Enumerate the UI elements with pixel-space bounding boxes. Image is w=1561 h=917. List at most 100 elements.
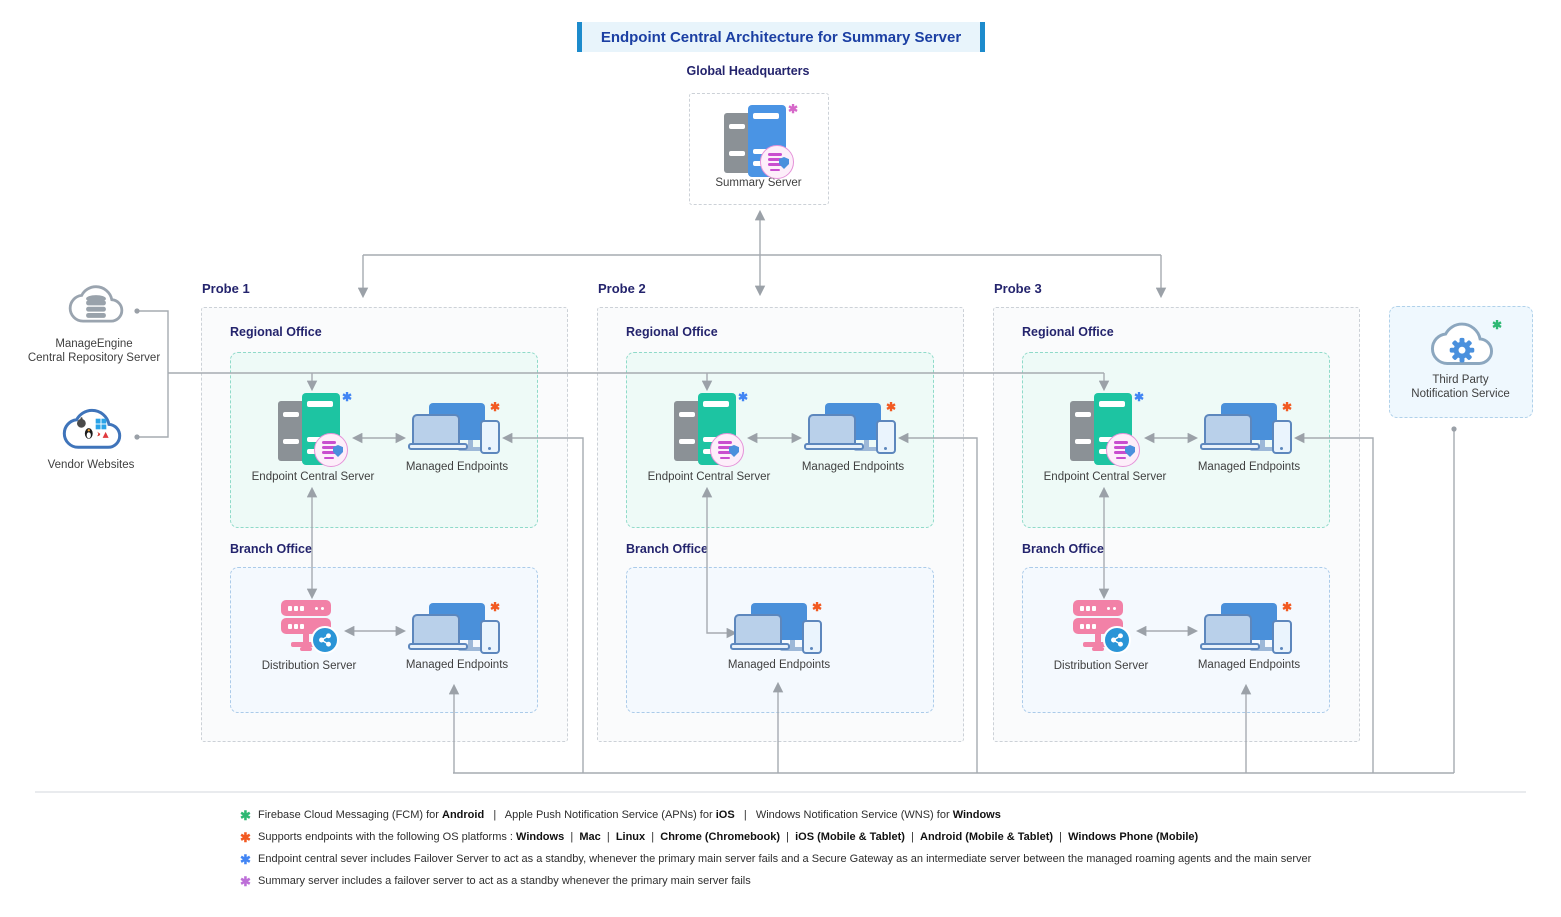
endpoint-central-server-icon: ✱ bbox=[674, 391, 748, 469]
gear-icon bbox=[1449, 337, 1475, 363]
laptop-icon bbox=[734, 614, 782, 645]
footnote-text: Endpoint central sever includes Failover… bbox=[258, 853, 1312, 865]
title-left-bar-icon bbox=[577, 22, 582, 52]
phone-icon bbox=[480, 420, 500, 454]
notification-cloud-icon bbox=[1430, 322, 1494, 365]
summary-server-box: ✱ Summary Server bbox=[689, 93, 829, 205]
probe-3-branch-office-label: Branch Office bbox=[1022, 542, 1104, 556]
probe-1-regional-office-label: Regional Office bbox=[230, 325, 322, 339]
managed-endpoints-icon: ✱ bbox=[1200, 400, 1294, 461]
probe-3-label: Probe 3 bbox=[994, 281, 1042, 296]
asterisk-icon: ✱ bbox=[886, 400, 897, 414]
footnote-row: ✱ Firebase Cloud Messaging (FCM) for Andr… bbox=[240, 808, 1540, 823]
laptop-icon bbox=[412, 414, 460, 445]
managed-endpoints-icon: ✱ bbox=[730, 600, 824, 661]
phone-icon bbox=[1272, 620, 1292, 654]
repository-cloud-icon bbox=[68, 285, 124, 323]
share-icon bbox=[311, 626, 339, 654]
managed-endpoints-label: Managed Endpoints bbox=[1197, 461, 1301, 473]
share-icon bbox=[1103, 626, 1131, 654]
asterisk-icon: ✱ bbox=[788, 102, 799, 116]
footnote-text: Summary server includes a failover serve… bbox=[258, 875, 751, 887]
shield-icon bbox=[1125, 445, 1135, 457]
os-logos-icon bbox=[77, 417, 109, 439]
asterisk-icon: ✱ bbox=[490, 400, 501, 414]
managed-endpoints-label: Managed Endpoints bbox=[405, 461, 509, 473]
probe-2-regional-office-label: Regional Office bbox=[626, 325, 718, 339]
third-party-notification-box: ✱ Third Party Notification Service bbox=[1389, 306, 1533, 418]
phone-icon bbox=[802, 620, 822, 654]
managed-endpoints-icon: ✱ bbox=[408, 400, 502, 461]
managed-endpoints-label: Managed Endpoints bbox=[1197, 659, 1301, 671]
third-party-label-line1: Third Party bbox=[1432, 374, 1489, 386]
footnote-text: Firebase Cloud Messaging (FCM) for Andro… bbox=[258, 809, 1001, 821]
endpoint-central-server-label: Endpoint Central Server bbox=[647, 471, 771, 483]
repository-label-line2: Central Repository Server bbox=[27, 352, 161, 364]
asterisk-icon: ✱ bbox=[1282, 600, 1293, 614]
asterisk-icon: ✱ bbox=[812, 600, 823, 614]
endpoint-central-server-icon: ✱ bbox=[1070, 391, 1144, 469]
footnote-row: ✱ Summary server includes a failover serv… bbox=[240, 874, 1540, 889]
phone-icon bbox=[480, 620, 500, 654]
footnote-text: Supports endpoints with the following OS… bbox=[258, 831, 1199, 843]
footnote-row: ✱ Supports endpoints with the following O… bbox=[240, 830, 1540, 845]
probe-2-label: Probe 2 bbox=[598, 281, 646, 296]
managed-endpoints-label: Managed Endpoints bbox=[801, 461, 905, 473]
asterisk-icon: ✱ bbox=[738, 390, 749, 404]
asterisk-icon: ✱ bbox=[490, 600, 501, 614]
footnote-asterisk-icon: ✱ bbox=[240, 808, 251, 823]
probe-2-branch-office-label: Branch Office bbox=[626, 542, 708, 556]
page-title: Endpoint Central Architecture for Summar… bbox=[577, 22, 985, 52]
server-badge-icon bbox=[314, 433, 348, 467]
endpoint-central-server-label: Endpoint Central Server bbox=[251, 471, 375, 483]
managed-endpoints-label: Managed Endpoints bbox=[727, 659, 831, 671]
asterisk-icon: ✱ bbox=[1492, 318, 1503, 332]
phone-icon bbox=[876, 420, 896, 454]
footnote-asterisk-icon: ✱ bbox=[240, 874, 251, 889]
laptop-icon bbox=[808, 414, 856, 445]
probe-3-regional-office-label: Regional Office bbox=[1022, 325, 1114, 339]
distribution-server-icon bbox=[281, 598, 339, 660]
managed-endpoints-label: Managed Endpoints bbox=[405, 659, 509, 671]
laptop-icon bbox=[412, 614, 460, 645]
global-headquarters-label: Global Headquarters bbox=[686, 64, 810, 78]
phone-icon bbox=[1272, 420, 1292, 454]
distribution-server-icon bbox=[1073, 598, 1131, 660]
vendor-websites-label: Vendor Websites bbox=[47, 459, 135, 471]
asterisk-icon: ✱ bbox=[1282, 400, 1293, 414]
third-party-label-line2: Notification Service bbox=[1411, 388, 1510, 400]
distribution-server-label: Distribution Server bbox=[261, 660, 357, 672]
probe-1-label: Probe 1 bbox=[202, 281, 250, 296]
probe-1-container: Probe 1 Regional Office Branch Office ✱ … bbox=[201, 281, 568, 742]
database-icon bbox=[86, 295, 106, 318]
endpoint-central-server-label: Endpoint Central Server bbox=[1043, 471, 1167, 483]
server-badge-icon bbox=[760, 145, 794, 179]
probe-3-container: Probe 3 Regional Office Branch Office ✱ … bbox=[993, 281, 1360, 742]
repository-label-line1: ManageEngine bbox=[55, 338, 133, 350]
summary-server-label: Summary Server bbox=[715, 177, 802, 189]
asterisk-icon: ✱ bbox=[1134, 390, 1145, 404]
shield-icon bbox=[333, 445, 343, 457]
page-title-text: Endpoint Central Architecture for Summar… bbox=[582, 22, 980, 52]
vendor-websites-cloud-icon bbox=[62, 408, 122, 449]
summary-server-icon: ✱ bbox=[724, 103, 798, 181]
laptop-icon bbox=[1204, 414, 1252, 445]
asterisk-icon: ✱ bbox=[342, 390, 353, 404]
footnote-row: ✱ Endpoint central sever includes Failove… bbox=[240, 852, 1540, 867]
distribution-server-label: Distribution Server bbox=[1053, 660, 1149, 672]
server-badge-icon bbox=[1106, 433, 1140, 467]
footnote-asterisk-icon: ✱ bbox=[240, 852, 251, 867]
title-right-bar-icon bbox=[980, 22, 985, 52]
laptop-icon bbox=[1204, 614, 1252, 645]
probe-1-branch-office-label: Branch Office bbox=[230, 542, 312, 556]
probe-2-container: Probe 2 Regional Office Branch Office ✱ … bbox=[597, 281, 964, 742]
managed-endpoints-icon: ✱ bbox=[804, 400, 898, 461]
shield-icon bbox=[729, 445, 739, 457]
footnote-asterisk-icon: ✱ bbox=[240, 830, 251, 845]
endpoint-central-server-icon: ✱ bbox=[278, 391, 352, 469]
managed-endpoints-icon: ✱ bbox=[1200, 600, 1294, 661]
footnotes-divider bbox=[35, 791, 1526, 793]
managed-endpoints-icon: ✱ bbox=[408, 600, 502, 661]
footnotes: ✱ Firebase Cloud Messaging (FCM) for Andr… bbox=[240, 808, 1540, 896]
